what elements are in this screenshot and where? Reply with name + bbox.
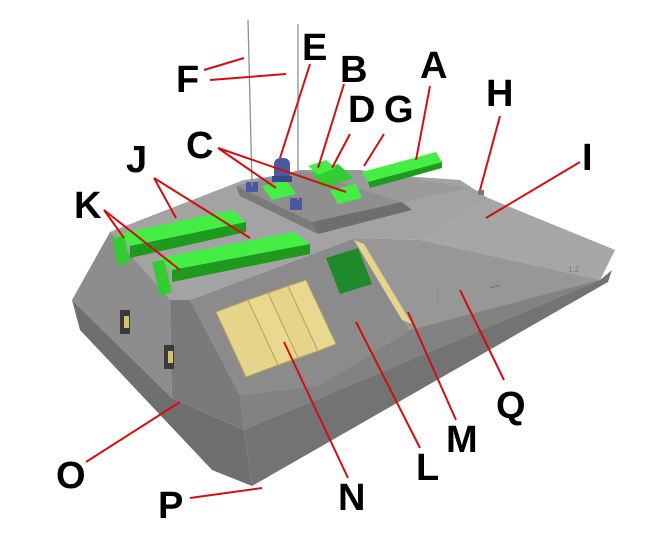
leader-l	[355, 321, 421, 449]
side-hatch-lower-inner	[168, 351, 173, 363]
label-f: F	[176, 59, 199, 101]
leader-q	[459, 289, 505, 381]
label-n: N	[338, 477, 365, 519]
leader-g	[363, 133, 385, 167]
leader-f2	[209, 73, 287, 81]
rail-rear-top	[118, 210, 246, 246]
green-square	[326, 248, 372, 294]
leader-i	[485, 161, 581, 219]
tan-strip-m	[354, 240, 412, 324]
blue-block-left	[246, 182, 258, 192]
label-l: L	[416, 447, 439, 489]
hull-dash-q	[489, 284, 501, 289]
rail-rear-side	[130, 222, 246, 258]
rail-front-end	[152, 260, 172, 296]
label-h: H	[486, 73, 513, 115]
label-e: E	[302, 27, 327, 69]
label-g: G	[384, 89, 414, 131]
leader-j2	[153, 177, 251, 239]
hull-base-left	[72, 300, 252, 486]
label-a: A	[420, 45, 447, 87]
leader-c1	[217, 147, 277, 189]
green-rails	[112, 210, 310, 296]
front-block-lower	[170, 300, 244, 430]
label-b: B	[340, 49, 367, 91]
gun-mount-top	[308, 160, 336, 175]
leader-m	[407, 311, 457, 421]
leader-c2	[217, 147, 347, 193]
leader-k2	[103, 209, 181, 271]
label-o: O	[56, 455, 86, 497]
label-j: J	[126, 139, 147, 181]
hull-base-front	[244, 270, 612, 486]
leader-p	[189, 487, 263, 499]
turret	[236, 152, 484, 234]
leader-e	[279, 63, 311, 159]
leader-n	[283, 341, 349, 479]
leader-d	[331, 133, 351, 169]
tan-panel-4	[287, 279, 337, 352]
rear-knob	[478, 190, 484, 195]
turret-deck-side	[236, 186, 318, 234]
rail-front-side	[172, 244, 310, 282]
blue-cylinder-base	[272, 176, 292, 182]
label-p: P	[158, 485, 183, 527]
leader-h	[479, 115, 501, 191]
rail-front-top	[158, 232, 310, 270]
label-d: D	[348, 89, 375, 131]
cannon-shade	[368, 162, 442, 188]
antenna-left	[247, 19, 253, 187]
label-q: Q	[496, 385, 526, 427]
label-i: I	[582, 137, 593, 179]
label-k: K	[74, 185, 102, 227]
hull-mark: 1.2	[568, 265, 580, 274]
leader-f1	[203, 57, 245, 71]
rail-rear-end	[112, 236, 130, 266]
leader-o	[85, 401, 181, 463]
front-block-bottom	[240, 280, 600, 430]
side-hatch-upper-inner	[124, 316, 129, 328]
letter-labels: A B C D E F G H I J K L M N O P Q	[56, 27, 593, 527]
blue-block-front	[290, 198, 302, 210]
cannon	[362, 152, 442, 182]
label-c: C	[186, 125, 213, 167]
hull-right-face	[420, 198, 615, 280]
leader-j1	[153, 177, 177, 219]
side-hatches	[120, 310, 174, 369]
leader-b	[317, 83, 345, 169]
leader-k1	[103, 209, 125, 239]
leader-a	[415, 85, 431, 161]
leader-lines	[85, 57, 581, 499]
turret-deck-front	[312, 202, 412, 234]
label-m: M	[446, 419, 478, 461]
